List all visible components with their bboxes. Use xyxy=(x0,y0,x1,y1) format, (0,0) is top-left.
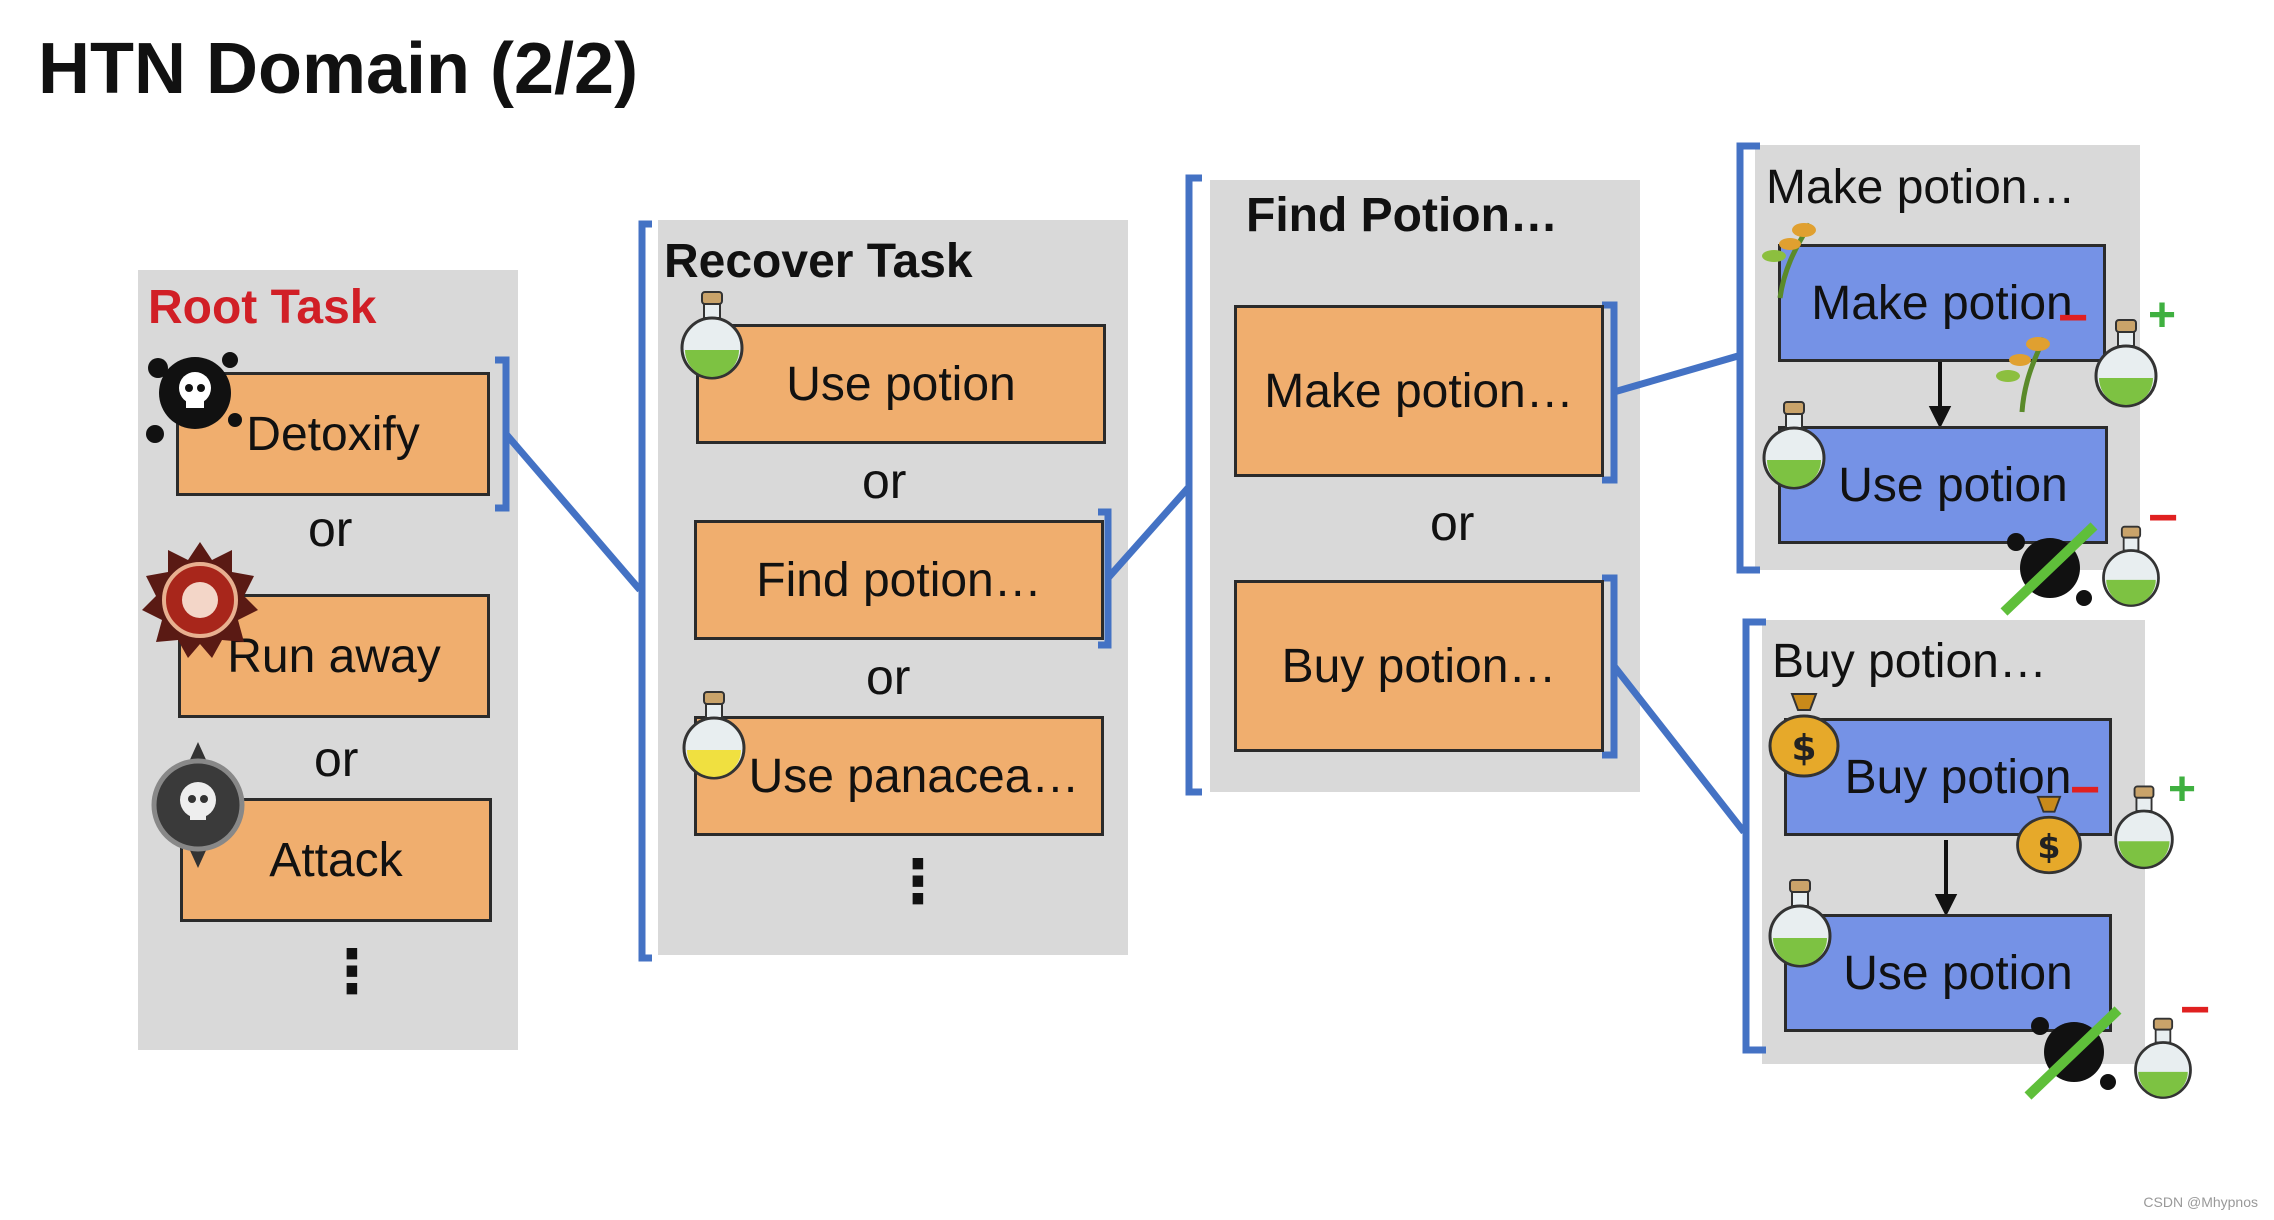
money-bag-icon: $ xyxy=(2016,795,2082,875)
task-find-potion[interactable]: Find potion… xyxy=(694,520,1104,640)
crossed-poison-icon xyxy=(2000,522,2098,616)
or-label: or xyxy=(862,453,907,509)
find-potion-title: Find Potion… xyxy=(1246,189,1558,242)
herb-icon xyxy=(1762,222,1816,299)
make-potion-method-title: Make potion… xyxy=(1766,161,2076,214)
task-make-potion-compound[interactable]: Make potion… xyxy=(1234,305,1604,477)
minus-sign: − xyxy=(2148,489,2179,547)
primitive-buy-potion[interactable]: Buy potion xyxy=(1784,718,2112,836)
monster-emblem-icon xyxy=(142,542,258,658)
primitive-make-potion[interactable]: Make potion xyxy=(1778,244,2106,362)
potion-icon xyxy=(2094,319,2158,408)
more-ellipsis: ⋮ xyxy=(888,848,948,915)
svg-text:$: $ xyxy=(1791,728,1816,769)
page-title: HTN Domain (2/2) xyxy=(38,29,639,109)
herb-icon xyxy=(1996,336,2050,413)
panacea-icon xyxy=(682,691,746,780)
minus-sign: − xyxy=(2058,289,2089,347)
or-label: or xyxy=(314,731,359,787)
primitive-use-potion[interactable]: Use potion xyxy=(1778,426,2108,544)
plus-sign: + xyxy=(2148,289,2177,342)
more-ellipsis: ⋮ xyxy=(322,938,382,1005)
root-task-title: Root Task xyxy=(148,281,377,334)
task-use-potion[interactable]: Use potion xyxy=(696,324,1106,444)
watermark-text: CSDN @Mhypnos xyxy=(2143,1194,2258,1210)
plus-sign: + xyxy=(2168,763,2197,816)
poison-splat-icon xyxy=(146,352,242,443)
recover-task-title: Recover Task xyxy=(664,235,973,288)
potion-icon xyxy=(2134,1017,2192,1099)
minus-sign: − xyxy=(2070,761,2101,819)
or-label: or xyxy=(308,501,353,557)
primitive-use-potion-2[interactable]: Use potion xyxy=(1784,914,2112,1032)
money-bag-icon: $ xyxy=(1768,693,1840,778)
potion-icon xyxy=(2102,525,2160,607)
crossed-poison-icon xyxy=(2024,1006,2122,1100)
minus-sign: − xyxy=(2180,981,2211,1039)
task-detoxify[interactable]: Detoxify xyxy=(176,372,490,496)
task-buy-potion-compound[interactable]: Buy potion… xyxy=(1234,580,1604,752)
or-label: or xyxy=(866,649,911,705)
skull-emblem-icon xyxy=(151,742,245,868)
svg-text:$: $ xyxy=(2037,827,2060,866)
task-use-panacea[interactable]: Use panacea… xyxy=(694,716,1104,836)
or-label: or xyxy=(1430,495,1475,551)
potion-icon xyxy=(680,291,744,380)
potion-icon xyxy=(1768,879,1832,968)
potion-icon xyxy=(2114,785,2174,870)
potion-icon xyxy=(1762,401,1826,490)
buy-potion-method-title: Buy potion… xyxy=(1772,635,2047,688)
